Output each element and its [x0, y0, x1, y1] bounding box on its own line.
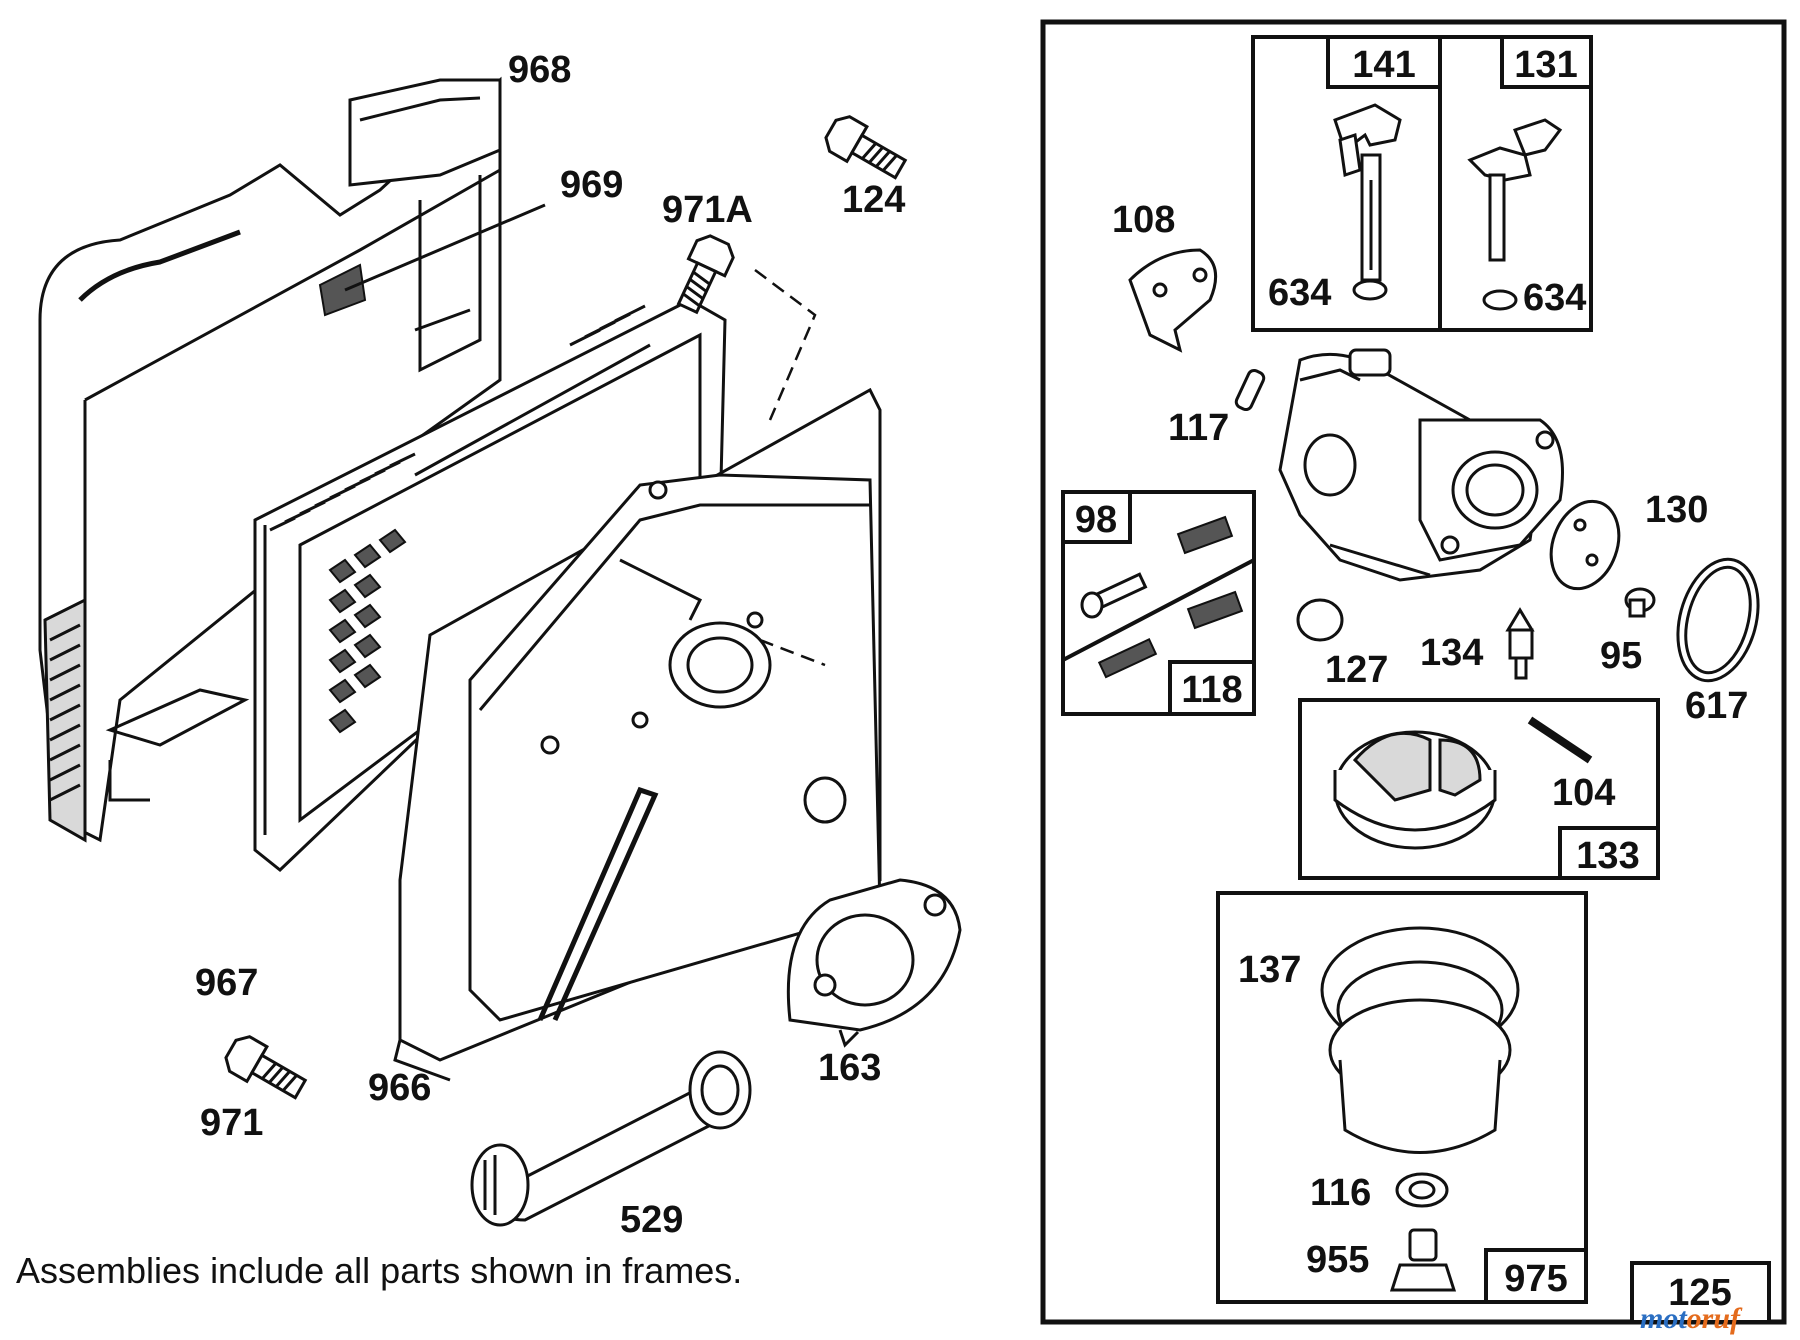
assemblies-note: Assemblies include all parts shown in fr…	[16, 1250, 742, 1291]
part-label-127: 127	[1325, 649, 1388, 691]
part-label-971: 971	[200, 1102, 263, 1144]
box-label-975: 975	[1504, 1258, 1567, 1300]
box-125	[1630, 1261, 1771, 1324]
carburetor-body-drawing	[1278, 348, 1564, 582]
leader-969	[344, 203, 546, 292]
part-label-134: 134	[1420, 632, 1483, 674]
gasket-163-drawing	[786, 878, 962, 1048]
part-label-163: 163	[818, 1047, 881, 1089]
leader-966-dash	[759, 638, 826, 667]
choke-shaft-131-drawing	[1467, 118, 1563, 311]
throttle-plate-130-drawing	[1549, 499, 1621, 591]
float-bowl-137-drawing	[1320, 926, 1520, 1154]
frame-98-118	[1061, 490, 1256, 716]
pin-117-drawing	[1234, 368, 1266, 412]
part-label-108: 108	[1112, 199, 1175, 241]
part-label-969: 969	[560, 164, 623, 206]
box-label-133: 133	[1576, 835, 1639, 877]
part-label-968: 968	[508, 49, 571, 91]
box-label-141: 141	[1352, 44, 1415, 86]
box-label-118: 118	[1181, 669, 1242, 711]
idle-screw-spring-drawing	[1080, 515, 1244, 679]
bolt-124-drawing	[824, 115, 908, 180]
washer-116-drawing	[1395, 1172, 1449, 1208]
part-label-117: 117	[1168, 407, 1229, 449]
frame-98-118-diagonal	[1062, 558, 1255, 662]
box-141	[1326, 35, 1442, 89]
box-98	[1061, 490, 1132, 544]
leader-971A-dash	[754, 269, 817, 421]
part-label-95: 95	[1600, 635, 1642, 677]
part-label-971A: 971A	[662, 189, 753, 231]
welch-plug-127-drawing	[1296, 598, 1344, 642]
part-label-529: 529	[620, 1199, 683, 1241]
air-cleaner-cover-drawing	[393, 387, 882, 1082]
box-975	[1484, 1248, 1588, 1304]
box-131	[1500, 35, 1593, 89]
part-label-130: 130	[1645, 489, 1708, 531]
elbow-tube-529-drawing	[470, 1050, 752, 1227]
carburetor-frame	[1040, 19, 1787, 1325]
part-label-966: 966	[368, 1067, 431, 1109]
watermark-logo: motoruf	[1640, 1302, 1743, 1335]
choke-plate-108-drawing	[1128, 248, 1218, 353]
part-label-634-left: 634	[1268, 272, 1331, 314]
frame-975	[1216, 891, 1588, 1304]
part-label-634-right: 634	[1523, 277, 1586, 319]
part-label-124: 124	[842, 179, 905, 221]
box-133	[1558, 826, 1660, 880]
float-133-drawing	[1333, 716, 1593, 850]
part-label-137: 137	[1238, 949, 1301, 991]
part-label-104: 104	[1552, 772, 1615, 814]
air-cleaner-base-drawing	[38, 76, 502, 843]
frame-133	[1298, 698, 1660, 880]
bolt-971-drawing	[224, 1035, 308, 1100]
o-ring-617-drawing	[1676, 557, 1760, 683]
box-118	[1168, 660, 1256, 716]
throttle-shaft-141-drawing	[1333, 103, 1402, 301]
bowl-nut-955-drawing	[1389, 1228, 1457, 1292]
part-label-617: 617	[1685, 685, 1748, 727]
part-label-955: 955	[1306, 1239, 1369, 1281]
bolt-971A-drawing	[676, 234, 735, 315]
part-label-116: 116	[1310, 1172, 1371, 1214]
part-label-967: 967	[195, 962, 258, 1004]
box-label-125: 125	[1668, 1272, 1731, 1314]
needle-134-drawing	[1505, 607, 1535, 680]
box-label-98: 98	[1075, 499, 1117, 541]
screw-95-drawing	[1624, 587, 1656, 618]
box-label-131: 131	[1514, 44, 1577, 86]
